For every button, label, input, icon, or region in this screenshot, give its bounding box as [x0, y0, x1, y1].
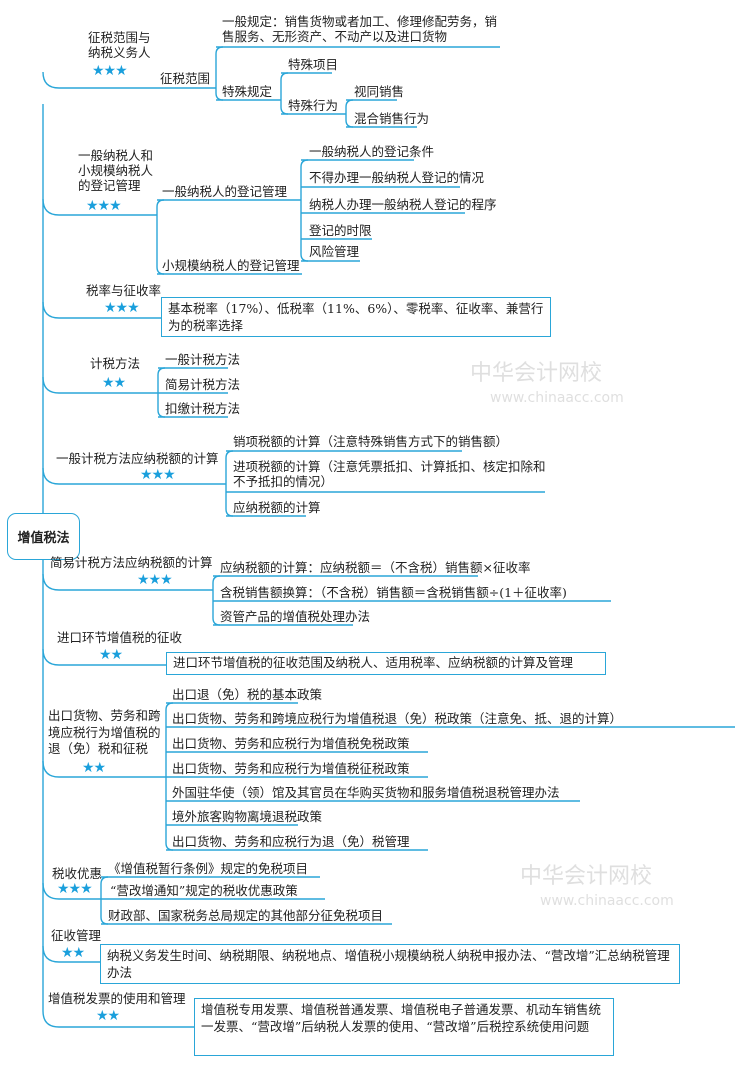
watermark-url: www.chinaacc.com: [540, 893, 674, 909]
content-box[interactable]: 增值税专用发票、增值税普通发票、增值税电子普通发票、机动车销售统一发票、“营改增…: [194, 998, 614, 1056]
star-rating: ★★★: [86, 198, 122, 214]
star-rating: ★★★: [140, 467, 176, 483]
branch-label[interactable]: 一般计税方法应纳税额的计算: [56, 451, 219, 466]
leaf-node[interactable]: 混合销售行为: [354, 111, 430, 126]
content-box[interactable]: 纳税义务发生时间、纳税期限、纳税地点、增值税小规模纳税人纳税申报办法、“营改增”…: [100, 944, 680, 984]
leaf-node[interactable]: 一般纳税人的登记条件: [309, 144, 435, 159]
node[interactable]: 小规模纳税人的登记管理: [162, 258, 300, 273]
node[interactable]: 特殊规定: [222, 84, 273, 99]
branch-label[interactable]: 征税范围与纳税义务人: [88, 30, 151, 60]
branch-connector: [42, 198, 157, 216]
star-rating: ★★★: [104, 300, 140, 316]
leaf-node[interactable]: 简易计税方法: [165, 377, 241, 392]
branch-label[interactable]: 税率与征收率: [86, 283, 162, 298]
leaf-node[interactable]: 含税销售额换算：（不含税）销售额＝含税销售额÷(1＋征收率): [220, 585, 567, 600]
leaf-node[interactable]: 视同销售: [354, 84, 405, 99]
leaf-node[interactable]: 资管产品的增值税处理办法: [220, 609, 371, 624]
leaf-node[interactable]: 登记的时限: [309, 223, 372, 238]
leaf-node[interactable]: 风险管理: [309, 244, 360, 259]
leaf-node[interactable]: 出口货物、劳务和应税行为退（免）税管理: [172, 834, 410, 849]
branch-connector: [42, 760, 166, 778]
leaf-node[interactable]: 外国驻华使（领）馆及其官员在华购买货物和服务增值税退税管理办法: [172, 785, 560, 800]
branch-connector: [42, 945, 100, 963]
star-rating: ★★: [82, 760, 106, 776]
branch-connector: [42, 648, 166, 666]
star-rating: ★★: [61, 945, 85, 961]
branch-connector: [42, 467, 226, 485]
branch-label[interactable]: 一般纳税人和小规模纳税人的登记管理: [78, 148, 154, 193]
star-rating: ★★: [96, 1008, 120, 1024]
branch-label[interactable]: 简易计税方法应纳税额的计算: [50, 555, 213, 570]
leaf-node[interactable]: 不得办理一般纳税人登记的情况: [309, 170, 485, 185]
node[interactable]: 一般规定：销售货物或者加工、修理修配劳务，销售服务、无形资产、不动产以及进口货物: [222, 14, 498, 44]
branch-connector: [42, 301, 161, 319]
star-rating: ★★★: [137, 572, 173, 588]
leaf-node[interactable]: 销项税额的计算（注意特殊销售方式下的销售额）: [233, 434, 509, 449]
node[interactable]: 征税范围: [160, 71, 211, 86]
leaf-node[interactable]: 出口货物、劳务和应税行为增值税征税政策: [172, 761, 410, 776]
branch-connector: [42, 573, 213, 591]
bracket-connector: [300, 159, 309, 262]
bracket-connector: [215, 46, 224, 101]
star-rating: ★★★: [57, 881, 93, 897]
bracket-connector: [100, 876, 109, 925]
leaf-node[interactable]: 应纳税额的计算: [233, 500, 321, 515]
branch-label[interactable]: 增值税发票的使用和管理: [48, 991, 186, 1006]
star-rating: ★★: [99, 647, 123, 663]
node[interactable]: 一般纳税人的登记管理: [162, 184, 288, 199]
leaf-node[interactable]: “营改增通知”规定的税收优惠政策: [110, 883, 298, 898]
leaf-node[interactable]: 财政部、国家税务总局规定的其他部分征免税项目: [108, 908, 384, 923]
star-rating: ★★: [102, 375, 126, 391]
leaf-node[interactable]: 应纳税额的计算：应纳税额＝（不含税）销售额×征收率: [220, 560, 531, 575]
node[interactable]: 特殊项目: [288, 57, 339, 72]
branch-connector: [42, 376, 158, 394]
leaf-node[interactable]: 一般计税方法: [165, 352, 241, 367]
star-rating: ★★★: [92, 63, 128, 79]
leaf-node[interactable]: 《增值税暂行条例》规定的免税项目: [108, 861, 309, 876]
bracket-connector: [345, 99, 354, 128]
leaf-node[interactable]: 出口货物、劳务和应税行为增值税免税政策: [172, 736, 410, 751]
root-node[interactable]: 增值税法: [7, 513, 80, 560]
branch-connector: [42, 882, 101, 900]
branch-label[interactable]: 税收优惠: [52, 866, 103, 881]
branch-label[interactable]: 征收管理: [51, 928, 102, 943]
branch-label[interactable]: 进口环节增值税的征收: [57, 630, 183, 645]
node[interactable]: 特殊行为: [288, 98, 339, 113]
bracket-connector: [156, 199, 165, 275]
watermark-url: www.chinaacc.com: [490, 390, 624, 406]
leaf-node[interactable]: 境外旅客购物离境退税政策: [172, 809, 323, 824]
content-box[interactable]: 基本税率（17%）、低税率（11%、6%）、零税率、征收率、兼营行为的税率选择: [161, 297, 551, 337]
bracket-connector: [280, 72, 289, 115]
leaf-node[interactable]: 扣缴计税方法: [165, 401, 241, 416]
leaf-node[interactable]: 出口货物、劳务和跨境应税行为增值税退（免）税政策（注意免、抵、退的计算）: [172, 711, 623, 726]
branch-label[interactable]: 计税方法: [90, 356, 141, 371]
leaf-node[interactable]: 进项税额的计算（注意凭票抵扣、计算抵扣、核定扣除和不予抵扣的情况）: [233, 459, 546, 489]
branch-connector: [42, 1010, 194, 1028]
leaf-node[interactable]: 出口退（免）税的基本政策: [172, 687, 323, 702]
watermark: 中华会计网校: [470, 361, 603, 386]
watermark: 中华会计网校: [520, 864, 653, 889]
branch-connector: [42, 71, 216, 89]
branch-label[interactable]: 出口货物、劳务和跨境应税行为增值税的退（免）税和征税: [48, 708, 161, 756]
content-box[interactable]: 进口环节增值税的征收范围及纳税人、适用税率、应纳税额的计算及管理: [166, 652, 606, 675]
leaf-node[interactable]: 纳税人办理一般纳税人登记的程序: [309, 197, 497, 212]
bracket-connector: [225, 450, 234, 517]
